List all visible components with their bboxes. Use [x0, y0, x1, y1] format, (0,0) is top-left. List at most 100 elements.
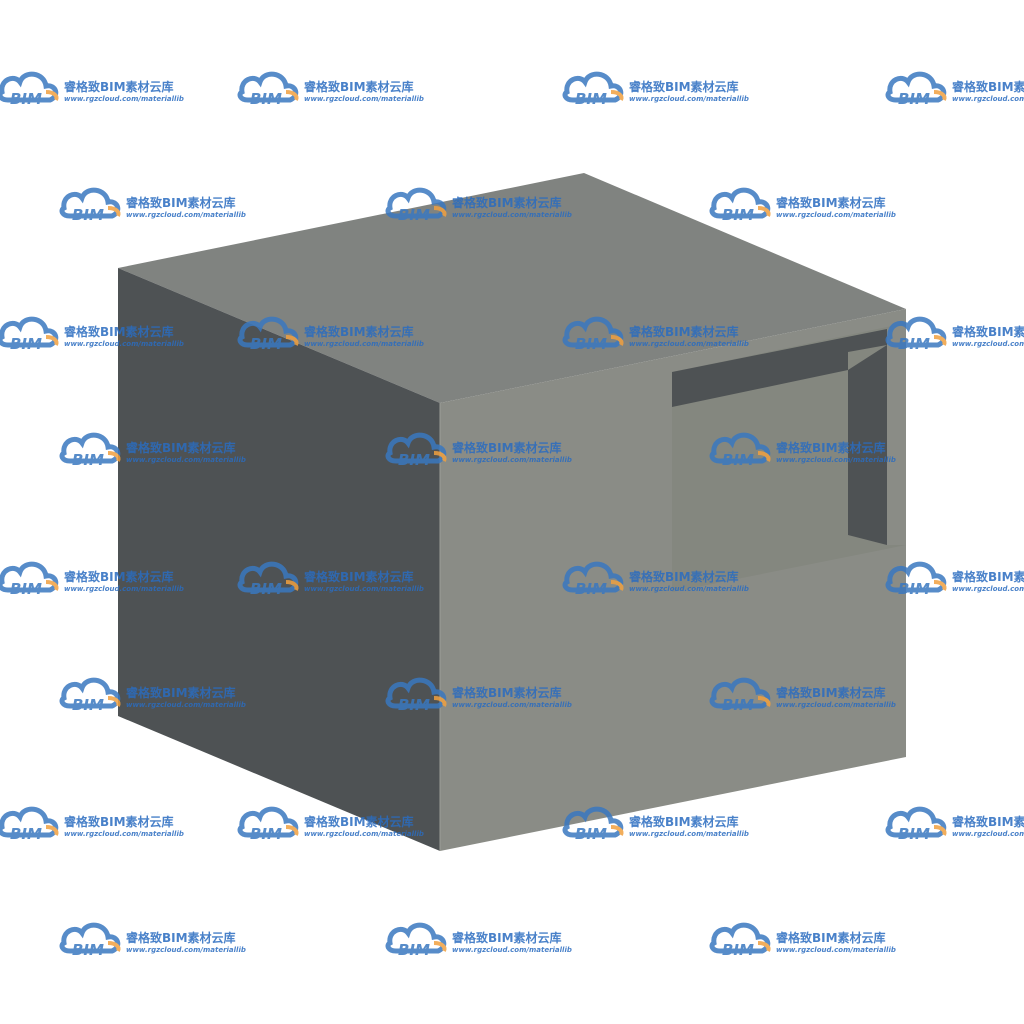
watermark-url-text: www.rgzcloud.com/materiallib: [304, 585, 424, 593]
watermark-logo-text: BIM: [72, 941, 104, 959]
watermark-url-text: www.rgzcloud.com/materiallib: [64, 830, 184, 838]
opening-side-shadow: [848, 345, 887, 545]
cloud-accent-icon: [757, 451, 771, 462]
watermark-url-text: www.rgzcloud.com/materiallib: [952, 585, 1024, 593]
watermark-logo-text: BIM: [10, 825, 42, 843]
cloud-accent-icon: [107, 696, 121, 707]
cloud-logo-icon: [0, 806, 59, 838]
watermark-brand-text: 睿格致BIM素材云库: [126, 195, 236, 210]
watermark: BIM睿格致BIM素材云库www.rgzcloud.com/materialli…: [0, 71, 184, 108]
watermark-url-text: www.rgzcloud.com/materiallib: [452, 456, 572, 464]
watermark-url-text: www.rgzcloud.com/materiallib: [452, 701, 572, 709]
box-left-face: [118, 268, 440, 851]
watermark-brand-text: 睿格致BIM素材云库: [776, 930, 886, 945]
watermark: BIM 睿格致BIM素材云库www.rgzcloud.com/materialli…: [385, 432, 572, 469]
watermark-logo-text: BIM: [250, 335, 282, 353]
cloud-accent-icon: [433, 451, 447, 462]
cloud-logo-icon: [385, 922, 447, 954]
watermark-brand-text: 睿格致BIM素材云库: [126, 440, 236, 455]
cloud-accent-icon: [285, 580, 299, 591]
watermark: BIM睿格致BIM素材云库www.rgzcloud.com/materialli…: [0, 561, 184, 598]
watermark: BIM睿格致BIM素材云库www.rgzcloud.com/materialli…: [385, 922, 572, 959]
watermark-url-text: www.rgzcloud.com/materiallib: [952, 340, 1024, 348]
cloud-logo-icon: [885, 561, 947, 593]
cloud-accent-icon: [45, 825, 59, 836]
watermark: BIM睿格致BIM素材云库www.rgzcloud.com/materialli…: [237, 316, 424, 353]
watermark-url-text: www.rgzcloud.com/materiallib: [452, 211, 572, 219]
side-opening: [672, 323, 906, 592]
watermark-brand-text: 睿格致BIM素材云库: [64, 324, 174, 339]
cloud-accent-icon: [433, 206, 447, 217]
cloud-accent-icon: [433, 941, 447, 952]
watermark: BIM睿格致BIM素材云库www.rgzcloud.com/materialli…: [885, 561, 1024, 598]
cloud-logo-icon: [709, 922, 771, 954]
watermark: BIM睿格致BIM素材云库www.rgzcloud.com/materialli…: [885, 71, 1024, 108]
opening-right-frame: [887, 323, 906, 545]
watermark-brand-text: 睿格致BIM素材云库: [304, 569, 414, 584]
cloud-accent-icon: [45, 580, 59, 591]
watermark: BIM 睿格致BIM素材云库www.rgzcloud.com/materialli…: [59, 432, 246, 469]
cloud-logo-icon: [885, 71, 947, 103]
cloud-accent-icon: [285, 825, 299, 836]
watermark-logo-text: BIM: [10, 580, 42, 598]
cloud-logo-icon: [0, 71, 59, 103]
watermark-logo-text: BIM: [898, 90, 930, 108]
watermark: BIM睿格致BIM素材云库www.rgzcloud.com/materialli…: [0, 316, 184, 353]
watermark-logo-text: BIM: [398, 941, 430, 959]
cloud-logo-icon: [709, 677, 771, 709]
cloud-accent-icon: [433, 696, 447, 707]
watermark-logo-text: BIM: [10, 335, 42, 353]
watermark-brand-text: 睿格致BIM素材云库: [952, 79, 1024, 94]
cloud-logo-icon: [59, 677, 121, 709]
watermark: BIM睿格致BIM素材云库www.rgzcloud.com/materialli…: [709, 922, 896, 959]
watermark: BIM睿格致BIM素材云库www.rgzcloud.com/materialli…: [885, 806, 1024, 843]
watermark: BIM睿格致BIM素材云库www.rgzcloud.com/materialli…: [709, 187, 896, 224]
watermark-brand-text: 睿格致BIM素材云库: [629, 814, 739, 829]
cloud-logo-icon: [562, 71, 624, 103]
watermark-logo-text: BIM: [398, 206, 430, 224]
cloud-logo-icon: [562, 561, 624, 593]
watermark-logo-text: BIM: [722, 206, 754, 224]
cloud-logo-icon: [562, 806, 624, 838]
watermark-logo-text: BIM: [250, 90, 282, 108]
watermark-url-text: www.rgzcloud.com/materiallib: [452, 946, 572, 954]
cloud-logo-icon: [709, 187, 771, 219]
box-top-face: [118, 173, 906, 403]
watermark: BIM睿格致BIM素材云库www.rgzcloud.com/materialli…: [385, 677, 572, 714]
cloud-logo-icon: [0, 561, 59, 593]
watermark: BIM睿格致BIM素材云库www.rgzcloud.com/materialli…: [885, 316, 1024, 353]
watermark-url-text: www.rgzcloud.com/materiallib: [304, 830, 424, 838]
cloud-accent-icon: [757, 206, 771, 217]
watermark-logo-text: BIM: [898, 580, 930, 598]
watermark-brand-text: 睿格致BIM素材云库: [64, 814, 174, 829]
watermark-brand-text: 睿格致BIM素材云库: [629, 324, 739, 339]
watermark-logo-text: BIM: [575, 335, 607, 353]
cloud-logo-icon: [59, 187, 121, 219]
watermark: BIM睿格致BIM素材云库www.rgzcloud.com/materialli…: [237, 806, 424, 843]
watermark-logo-text: BIM: [398, 451, 430, 469]
cloud-logo-icon: [562, 316, 624, 348]
watermark-logo-text: BIM: [898, 825, 930, 843]
cloud-accent-icon: [610, 90, 624, 101]
watermark-logo-text: BIM: [398, 696, 430, 714]
watermark-logo-text: BIM: [575, 825, 607, 843]
cloud-logo-icon: [709, 432, 771, 464]
cloud-accent-icon: [933, 825, 947, 836]
watermark-brand-text: 睿格致BIM素材云库: [452, 195, 562, 210]
watermark-logo-text: BIM: [250, 580, 282, 598]
cloud-accent-icon: [933, 580, 947, 591]
watermark-logo-text: BIM: [898, 335, 930, 353]
watermark-brand-text: 睿格致BIM素材云库: [304, 79, 414, 94]
cloud-logo-icon: [59, 922, 121, 954]
watermark-logo-text: BIM: [72, 451, 104, 469]
cloud-accent-icon: [107, 941, 121, 952]
cloud-accent-icon: [107, 451, 121, 462]
cloud-accent-icon: [610, 580, 624, 591]
watermark-logo-text: BIM: [722, 451, 754, 469]
watermark: BIM睿格致BIM素材云库www.rgzcloud.com/materialli…: [562, 806, 749, 843]
watermark-brand-text: 睿格致BIM素材云库: [304, 324, 414, 339]
watermark-brand-text: 睿格致BIM素材云库: [452, 440, 562, 455]
watermark-logo-text: BIM: [10, 90, 42, 108]
watermark-url-text: www.rgzcloud.com/materiallib: [126, 946, 246, 954]
watermark-url-text: www.rgzcloud.com/materiallib: [126, 456, 246, 464]
